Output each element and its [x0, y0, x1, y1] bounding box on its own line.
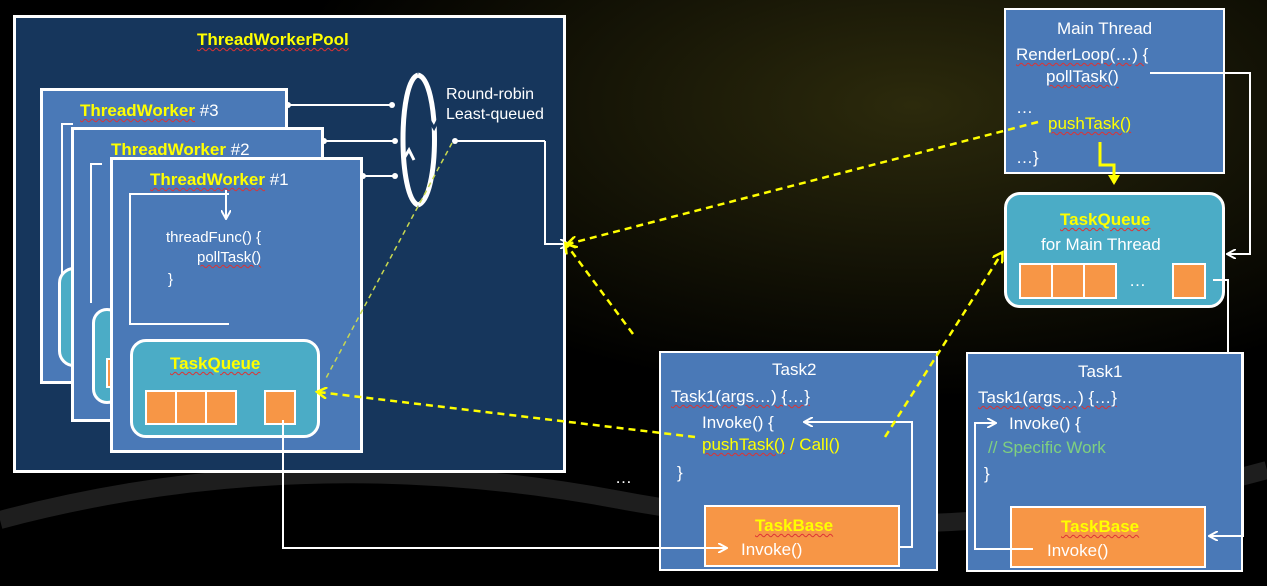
main-taskqueue-title: TaskQueue [1060, 210, 1151, 229]
task2-taskbase-title: TaskBase [755, 516, 834, 535]
task1-taskbase: TaskBase Invoke() [1010, 506, 1206, 568]
task1-close: } [984, 464, 990, 483]
main-queue-ellipsis: … [1129, 271, 1146, 290]
worker-3-title: ThreadWorker #3 [80, 101, 219, 120]
thread-worker-1: ThreadWorker #1 threadFunc() { pollTask(… [110, 157, 363, 453]
task2-taskbase: TaskBase Invoke() [704, 505, 900, 567]
worker-1-taskqueue-title: TaskQueue [170, 354, 261, 373]
between-ellipsis: … [615, 468, 632, 487]
main-taskqueue: TaskQueue for Main Thread … [1004, 192, 1225, 308]
task1-comment: // Specific Work [988, 438, 1106, 457]
worker-1-loop-outline [129, 193, 229, 325]
worker-2-title: ThreadWorker #2 [111, 140, 250, 159]
pool-title: ThreadWorkerPool [197, 30, 349, 49]
main-thread-title: Main Thread [1057, 19, 1153, 38]
push-to-main-queue-arrow [1098, 142, 1120, 185]
connector-dots [285, 102, 458, 179]
ellipse-arrow-up-icon [401, 146, 416, 161]
main-thread-connectors [282, 72, 1251, 549]
queue-slot [205, 390, 237, 425]
task2-title: Task2 [772, 360, 817, 379]
queue-slot [145, 390, 177, 425]
queue-slot-tail [1172, 263, 1206, 299]
worker-1-title: ThreadWorker #1 [150, 170, 289, 189]
worker-1-taskqueue: TaskQueue [130, 339, 320, 438]
dispatch-least-queued: Least-queued [446, 106, 544, 123]
render-loop-line: RenderLoop(…) { [1016, 45, 1149, 64]
yellow-dashed-arrows [318, 120, 1039, 439]
queue-slot [1083, 263, 1117, 299]
thread-func-close: } [168, 271, 174, 288]
round-robin-ellipse-icon [400, 72, 437, 208]
poll-task-line: pollTask() [197, 249, 262, 266]
task2-close: } [677, 463, 683, 482]
task1-taskbase-title: TaskBase [1061, 517, 1140, 536]
worker-2-loop-outline [90, 163, 102, 303]
main-taskqueue-subtitle: for Main Thread [1041, 235, 1161, 254]
worker-connectors [288, 104, 568, 244]
task1-box: Task1 Task1(args…) {…} Invoke() { // Spe… [966, 352, 1243, 572]
task1-title: Task1 [1078, 362, 1123, 381]
task2-box: Task2 Task1(args…) {…} Invoke() { pushTa… [659, 351, 938, 571]
task2-ctor: Task1(args…) {…} [671, 387, 810, 406]
task2-invoke: Invoke() { [702, 413, 774, 432]
main-loop-close: …} [1016, 148, 1039, 167]
dispatch-to-queue-arrow [324, 142, 453, 381]
task1-base-invoke: Invoke() [1047, 541, 1109, 560]
task1-invoke: Invoke() { [1009, 414, 1081, 433]
main-thread-box: Main Thread RenderLoop(…) { pollTask() …… [1004, 8, 1225, 174]
worker-3-loop-outline [61, 123, 73, 283]
queue-slot-tail [264, 390, 296, 425]
main-push-task-line: pushTask() [1048, 114, 1132, 133]
dispatch-round-robin: Round-robin [446, 86, 535, 103]
thread-func-line: threadFunc() { [166, 229, 262, 246]
task2-base-invoke: Invoke() [741, 540, 803, 559]
queue-slot [1051, 263, 1085, 299]
task2-push-line: pushTask() / Call() [702, 435, 840, 454]
main-poll-task-line: pollTask() [1046, 67, 1119, 86]
task1-ctor: Task1(args…) {…} [978, 388, 1117, 407]
main-ellipsis-1: … [1016, 98, 1033, 117]
